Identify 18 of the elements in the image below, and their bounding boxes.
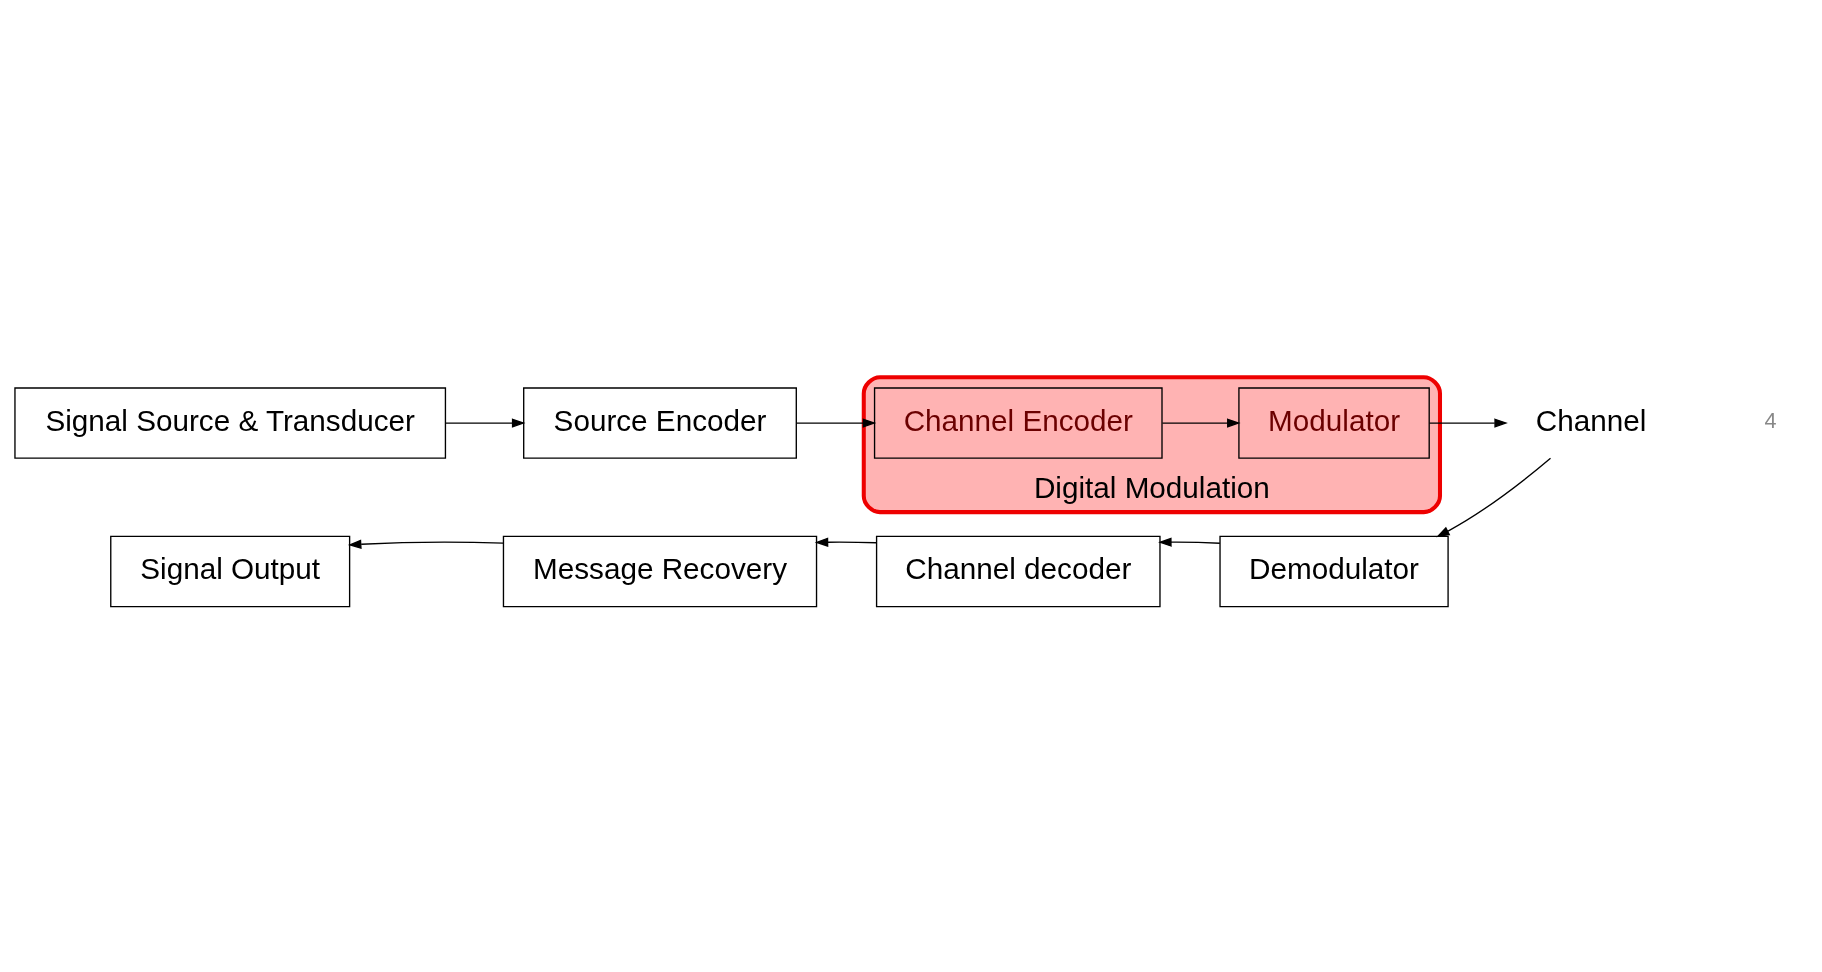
label: 4 [1764, 407, 1777, 433]
node-box: Signal Source & Transducer [14, 386, 447, 459]
node-box: Source Encoder [523, 386, 797, 459]
node-text: Channel [1535, 403, 1647, 437]
node-box: Channel Encoder [873, 386, 1163, 459]
arrow [1158, 536, 1221, 547]
arrow [1436, 457, 1552, 537]
arrow [1161, 417, 1241, 428]
arrow [1428, 417, 1508, 428]
arrow [347, 539, 504, 549]
arrow [445, 417, 526, 428]
node-box: Message Recovery [502, 535, 818, 607]
node-box: Signal Output [110, 535, 351, 607]
arrow [814, 536, 878, 547]
node-box: Modulator [1238, 386, 1430, 459]
node-box: Channel decoder [875, 535, 1161, 607]
arrow [796, 417, 877, 428]
node-box: Demodulator [1219, 535, 1449, 607]
